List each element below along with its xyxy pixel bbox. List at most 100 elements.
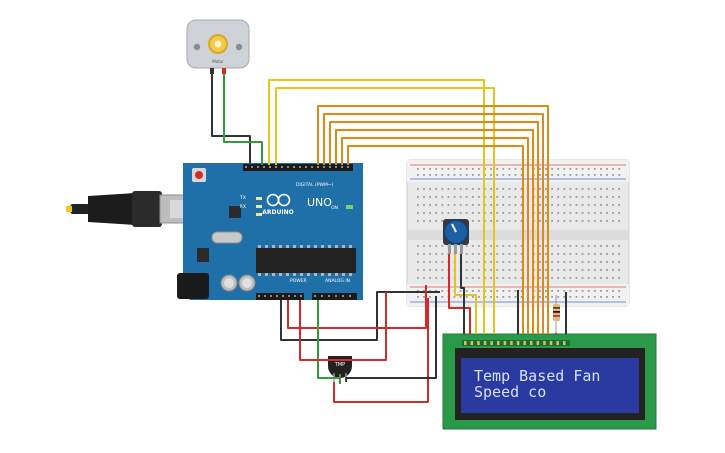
breadboard-hole xyxy=(447,204,450,206)
wires xyxy=(211,74,567,403)
breadboard-hole xyxy=(459,168,462,170)
reset-button[interactable] xyxy=(195,171,203,179)
breadboard-hole xyxy=(575,188,578,190)
breadboard-hole xyxy=(581,220,584,222)
breadboard-hole xyxy=(539,296,541,298)
wire-5v xyxy=(287,285,427,329)
breadboard-hole xyxy=(575,220,578,222)
breadboard-hole xyxy=(563,245,566,247)
wire-pot-yellow xyxy=(454,254,477,334)
breadboard-hole xyxy=(459,212,462,214)
lcd-pin xyxy=(510,341,513,345)
power-jack xyxy=(177,273,209,299)
breadboard-hole xyxy=(459,204,462,206)
breadboard-hole xyxy=(423,196,425,198)
breadboard-hole xyxy=(429,290,431,292)
breadboard-hole xyxy=(471,212,474,214)
breadboard-hole xyxy=(447,212,450,214)
breadboard-hole xyxy=(612,204,614,206)
breadboard-hole xyxy=(575,174,578,176)
breadboard-hole xyxy=(496,168,499,170)
breadboard-hole xyxy=(593,261,596,263)
breadboard-hole xyxy=(435,277,438,279)
breadboard-hole xyxy=(429,204,431,206)
breadboard-hole xyxy=(490,196,492,198)
breadboard-hole xyxy=(508,212,511,214)
breadboard-hole xyxy=(423,296,425,298)
breadboard-hole xyxy=(600,196,602,198)
header-pin xyxy=(349,295,351,297)
breadboard-hole xyxy=(539,212,541,214)
breadboard-hole xyxy=(593,212,596,214)
wire-orange-6 xyxy=(347,145,524,334)
breadboard-hole xyxy=(423,220,425,222)
breadboard-hole xyxy=(575,196,578,198)
breadboard-hole xyxy=(606,296,608,298)
breadboard-hole xyxy=(417,220,419,222)
breadboard-hole xyxy=(496,196,499,198)
breadboard-hole xyxy=(508,290,511,292)
breadboard-hole xyxy=(453,204,456,206)
breadboard-hole xyxy=(478,174,480,176)
breadboard-hole xyxy=(551,296,553,298)
breadboard-hole xyxy=(612,290,614,292)
breadboard-hole xyxy=(435,269,438,271)
breadboard-hole xyxy=(502,174,505,176)
chip-pin xyxy=(258,273,261,276)
breadboard-hole xyxy=(423,174,425,176)
wire-red-bb xyxy=(299,292,387,361)
breadboard-hole xyxy=(520,212,523,214)
breadboard-hole xyxy=(618,212,621,214)
breadboard-hole xyxy=(551,220,553,222)
breadboard-hole xyxy=(423,245,425,247)
breadboard-hole xyxy=(459,174,462,176)
breadboard-hole xyxy=(618,290,621,292)
breadboard-hole xyxy=(453,212,456,214)
chip-pin xyxy=(349,245,352,248)
breadboard-hole xyxy=(563,188,566,190)
breadboard-hole xyxy=(514,196,517,198)
breadboard-hole xyxy=(581,269,584,271)
breadboard-hole xyxy=(520,296,523,298)
breadboard-hole xyxy=(587,296,590,298)
breadboard-hole xyxy=(581,296,584,298)
breadboard-hole xyxy=(435,212,438,214)
breadboard-hole xyxy=(606,261,608,263)
breadboard-hole xyxy=(441,168,444,170)
breadboard-hole xyxy=(618,168,621,170)
breadboard-hole xyxy=(514,168,517,170)
header-pin xyxy=(287,166,289,168)
breadboard-hole xyxy=(618,296,621,298)
breadboard-hole xyxy=(600,168,602,170)
breadboard-hole xyxy=(429,168,431,170)
breadboard-hole xyxy=(490,212,492,214)
breadboard-hole xyxy=(459,296,462,298)
breadboard-hole xyxy=(441,174,444,176)
breadboard-hole xyxy=(508,245,511,247)
breadboard-hole xyxy=(478,290,480,292)
header-pin xyxy=(264,295,266,297)
breadboard-hole xyxy=(600,290,602,292)
breadboard-hole xyxy=(575,168,578,170)
breadboard-hole xyxy=(502,204,505,206)
breadboard-hole xyxy=(600,253,602,255)
breadboard-hole xyxy=(441,204,444,206)
breadboard-hole xyxy=(618,220,621,222)
breadboard-hole xyxy=(593,269,596,271)
breadboard-hole xyxy=(520,253,523,255)
breadboard-hole xyxy=(551,174,553,176)
breadboard-hole xyxy=(581,188,584,190)
breadboard-hole xyxy=(563,174,566,176)
lcd-pin xyxy=(470,341,474,345)
breadboard-hole xyxy=(417,253,419,255)
breadboard-hole xyxy=(417,290,419,292)
header-pin xyxy=(269,166,271,168)
chip-pin xyxy=(258,245,261,248)
breadboard-hole xyxy=(545,253,547,255)
breadboard-hole xyxy=(490,253,492,255)
breadboard-hole xyxy=(423,188,425,190)
breadboard-hole xyxy=(508,196,511,198)
header-pin xyxy=(347,166,349,168)
breadboard-hole xyxy=(612,188,614,190)
breadboard-hole xyxy=(465,204,468,206)
